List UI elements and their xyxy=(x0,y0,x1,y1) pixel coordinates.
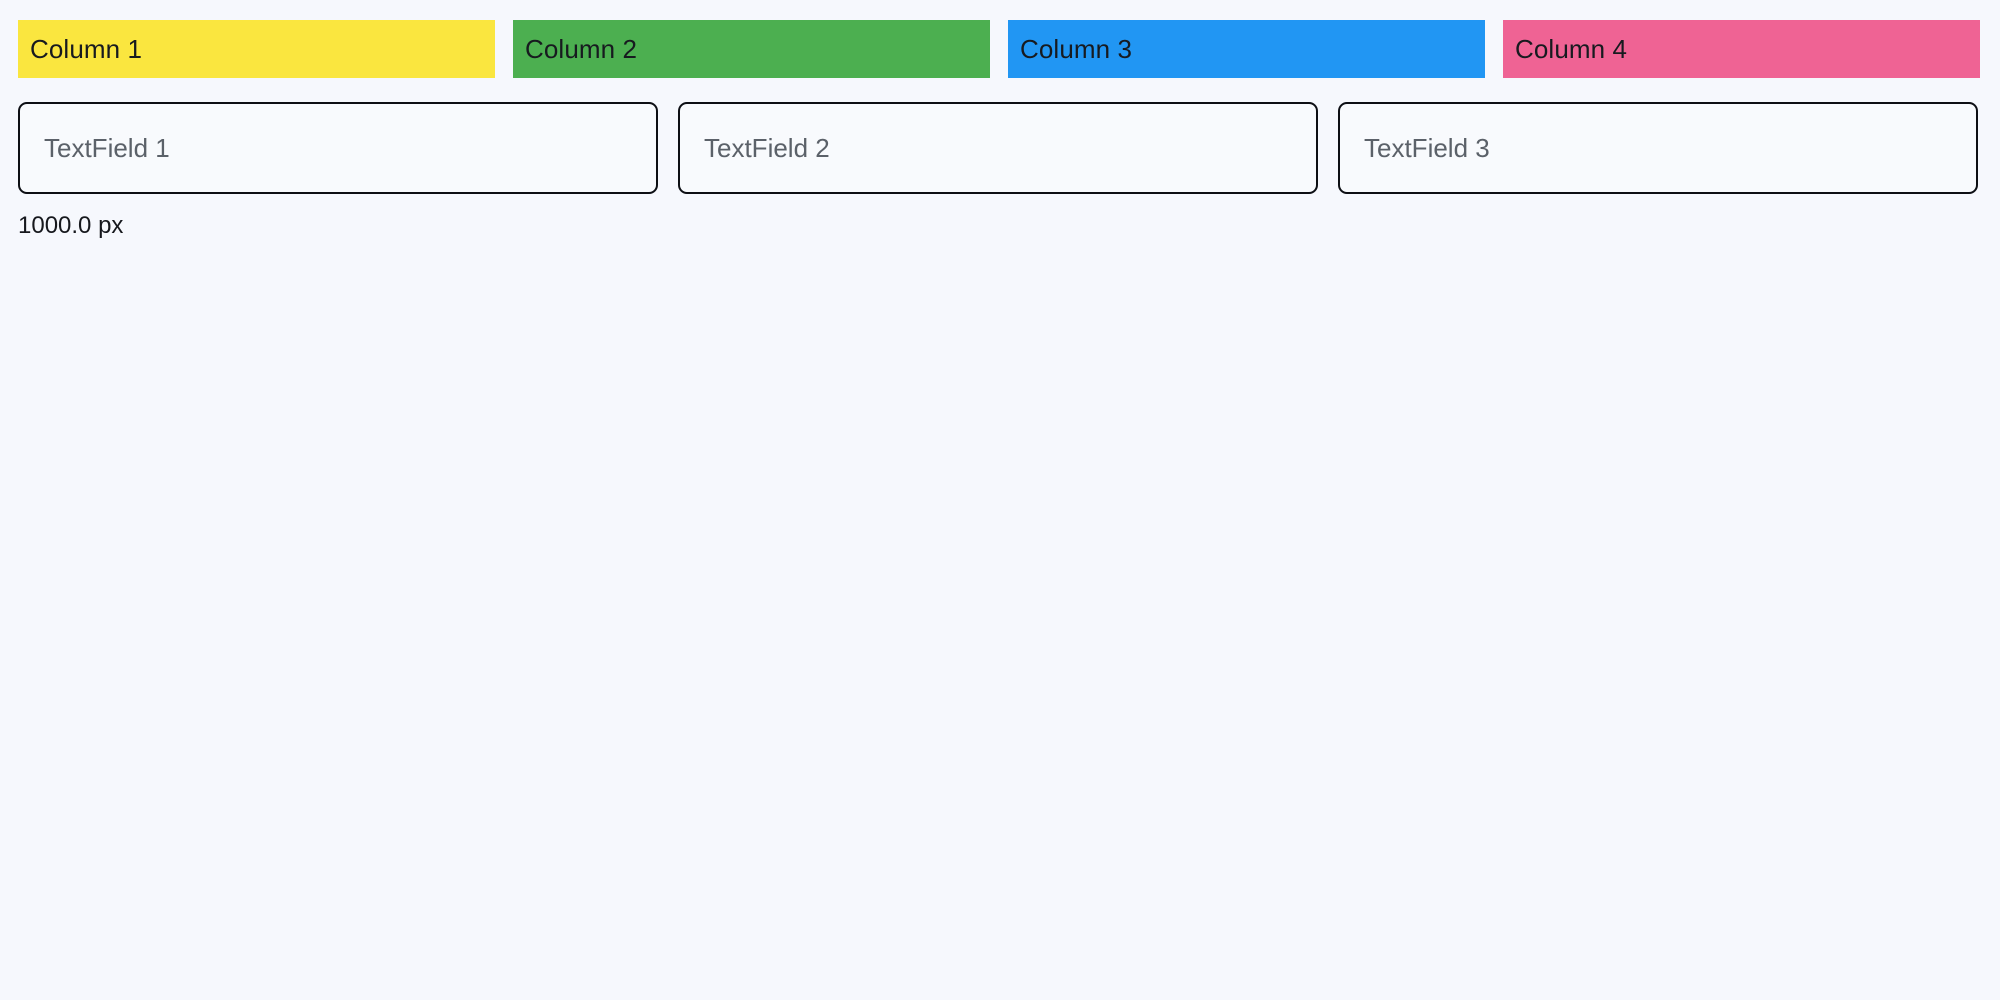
text-fields-row: TextField 1 TextField 2 TextField 3 xyxy=(18,102,1978,194)
text-field-2[interactable]: TextField 2 xyxy=(678,102,1318,194)
column-bar-4-label: Column 4 xyxy=(1515,34,1628,64)
column-bar-3-label: Column 3 xyxy=(1020,34,1133,64)
column-bar-1[interactable]: Column 1 xyxy=(18,20,495,78)
measurement-status-text: 1000.0 px xyxy=(18,212,124,239)
text-field-3-placeholder: TextField 3 xyxy=(1364,133,1490,163)
empty-canvas-area xyxy=(0,250,2000,1000)
text-field-1-placeholder: TextField 1 xyxy=(44,133,170,163)
column-bar-2-label: Column 2 xyxy=(525,34,638,64)
text-field-1[interactable]: TextField 1 xyxy=(18,102,658,194)
column-bar-1-label: Column 1 xyxy=(30,34,143,64)
columns-row: Column 1 Column 2 Column 3 Column 4 xyxy=(18,20,1980,78)
text-field-2-placeholder: TextField 2 xyxy=(704,133,830,163)
column-bar-2[interactable]: Column 2 xyxy=(513,20,990,78)
column-bar-3[interactable]: Column 3 xyxy=(1008,20,1485,78)
text-field-3[interactable]: TextField 3 xyxy=(1338,102,1978,194)
column-bar-4[interactable]: Column 4 xyxy=(1503,20,1980,78)
